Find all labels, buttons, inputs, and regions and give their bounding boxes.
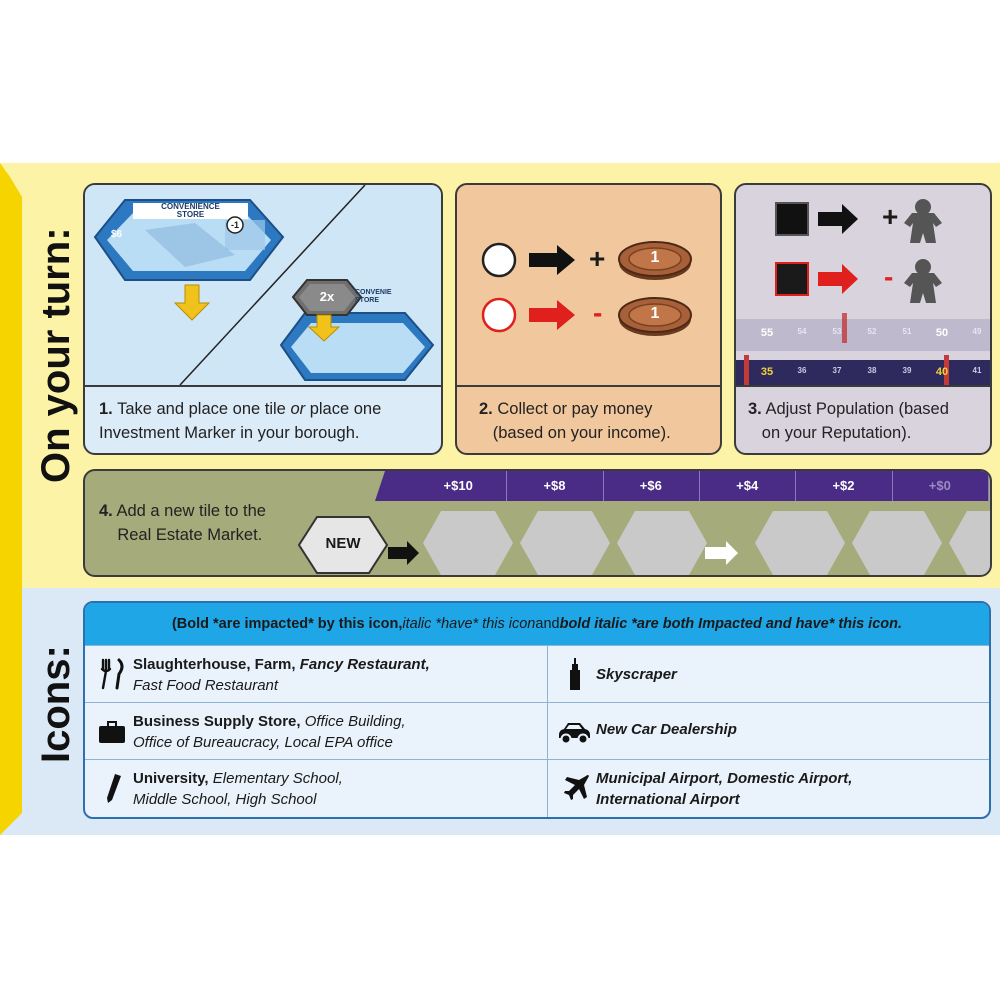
icon-cell: New Car Dealership [548, 703, 989, 760]
track-number: 53 [832, 327, 842, 336]
step2-illustration [481, 241, 692, 336]
track-number: 40 [935, 366, 949, 378]
red-disc-icon [481, 297, 517, 333]
market-price-slot: +$2 [795, 471, 893, 501]
icon-cell: Municipal Airport, Domestic Airport,Inte… [548, 760, 989, 817]
icon-cell: Business Supply Store, Office Building,O… [85, 703, 547, 760]
red-arrow-icon [529, 300, 575, 330]
new-tile-hex: NEW [297, 515, 389, 575]
step3-illustration [736, 199, 990, 385]
market-slot-hex [755, 511, 845, 575]
pencil-icon [107, 774, 121, 803]
turn-heading: On your turn: [34, 227, 78, 483]
airplane-icon [564, 775, 589, 800]
black-arrow-icon [529, 245, 575, 275]
icon-row: University, Elementary School,Middle Sch… [85, 759, 989, 817]
population-track-top: 55 54 53 52 51 50 49 [752, 327, 990, 343]
market-price-slot: +$6 [603, 471, 700, 501]
black-arrow-icon [388, 541, 419, 565]
step1-illustration [85, 185, 441, 385]
side-edge-strip [0, 163, 22, 835]
icon-cell: University, Elementary School,Middle Sch… [85, 760, 547, 817]
icons-table: (Bold *are impacted* by this icon, itali… [83, 601, 991, 819]
coin-value: 1 [650, 249, 660, 266]
icon-cell: Slaughterhouse, Farm, Fancy Restaurant,F… [85, 646, 547, 703]
step2-caption: 2. Collect or pay money (based on your i… [479, 400, 671, 442]
tile-cost: $6 [111, 229, 123, 240]
investment-marker-label: 2x [319, 289, 335, 304]
skyscraper-icon [570, 658, 580, 690]
track-number: 49 [972, 327, 982, 336]
market-price-slot: +$10 [410, 471, 508, 501]
plus-sign: + [589, 243, 606, 274]
meeple-icon [904, 259, 942, 303]
coin-value: 1 [650, 305, 660, 322]
white-disc-icon [481, 242, 517, 278]
step1-caption: 1. Take and place one tile or place one … [99, 400, 382, 442]
step2-panel: + - 1 1 2. Collect or pay money (based o… [455, 183, 722, 455]
track-number: 55 [760, 327, 774, 339]
step3-caption: 3. Adjust Population (based on your Repu… [748, 400, 949, 442]
step3-panel: + - 55 54 53 52 51 50 49 35 36 37 38 39 40 41 3. Adj… [734, 183, 992, 455]
icon-cell: Skyscraper [548, 646, 989, 703]
icon-row: Slaughterhouse, Farm, Fancy Restaurant,F… [85, 645, 989, 703]
track-number: 54 [797, 327, 807, 336]
market-slot-hex [617, 511, 707, 575]
white-arrow-icon [705, 541, 738, 565]
market-price-bar: +$10+$8+$6+$4+$2+$0+$0 [410, 471, 989, 501]
market-slot-hex [949, 511, 990, 575]
market-price-slot: +$4 [699, 471, 797, 501]
track-number: 51 [902, 327, 912, 336]
market-slot-hex [852, 511, 942, 575]
coin-icon [618, 297, 692, 336]
population-track-bottom: 35 36 37 38 39 40 41 [752, 366, 990, 382]
track-number: 52 [867, 327, 877, 336]
fork-knife-icon [100, 658, 124, 690]
plus-sign: + [882, 201, 899, 232]
briefcase-icon [99, 721, 125, 743]
meeple-icon [904, 199, 942, 243]
red-cube-icon [775, 262, 809, 296]
coin-icon [618, 241, 692, 280]
market-price-slot: +$8 [506, 471, 604, 501]
minus-sign: - [593, 297, 603, 328]
track-number: 37 [832, 366, 842, 375]
car-icon [559, 723, 590, 745]
icon-row: Business Supply Store, Office Building,O… [85, 702, 989, 760]
track-number: 38 [867, 366, 877, 375]
red-arrow-icon [818, 264, 858, 294]
market-slot-hex [520, 511, 610, 575]
icons-heading: Icons: [34, 645, 78, 763]
track-number: 35 [760, 366, 774, 378]
market-slot-hex [423, 511, 513, 575]
market-illustration [375, 471, 990, 575]
track-number: 41 [972, 366, 982, 375]
track-number: 50 [935, 327, 949, 339]
step4-caption: 4. Add a new tile to the Real Estate Mar… [99, 502, 266, 544]
track-number: 36 [797, 366, 807, 375]
market-price-slot: +$0 [892, 471, 989, 501]
minus-sign: - [884, 261, 894, 292]
step4-panel: +$10+$8+$6+$4+$2+$0+$0 NEW 4. Add a new … [83, 469, 992, 577]
icons-legend-header: (Bold *are impacted* by this icon, itali… [85, 603, 989, 645]
black-arrow-icon [818, 204, 858, 234]
black-cube-icon [775, 202, 809, 236]
track-number: 39 [902, 366, 912, 375]
tile-badge: -1 [230, 220, 239, 230]
